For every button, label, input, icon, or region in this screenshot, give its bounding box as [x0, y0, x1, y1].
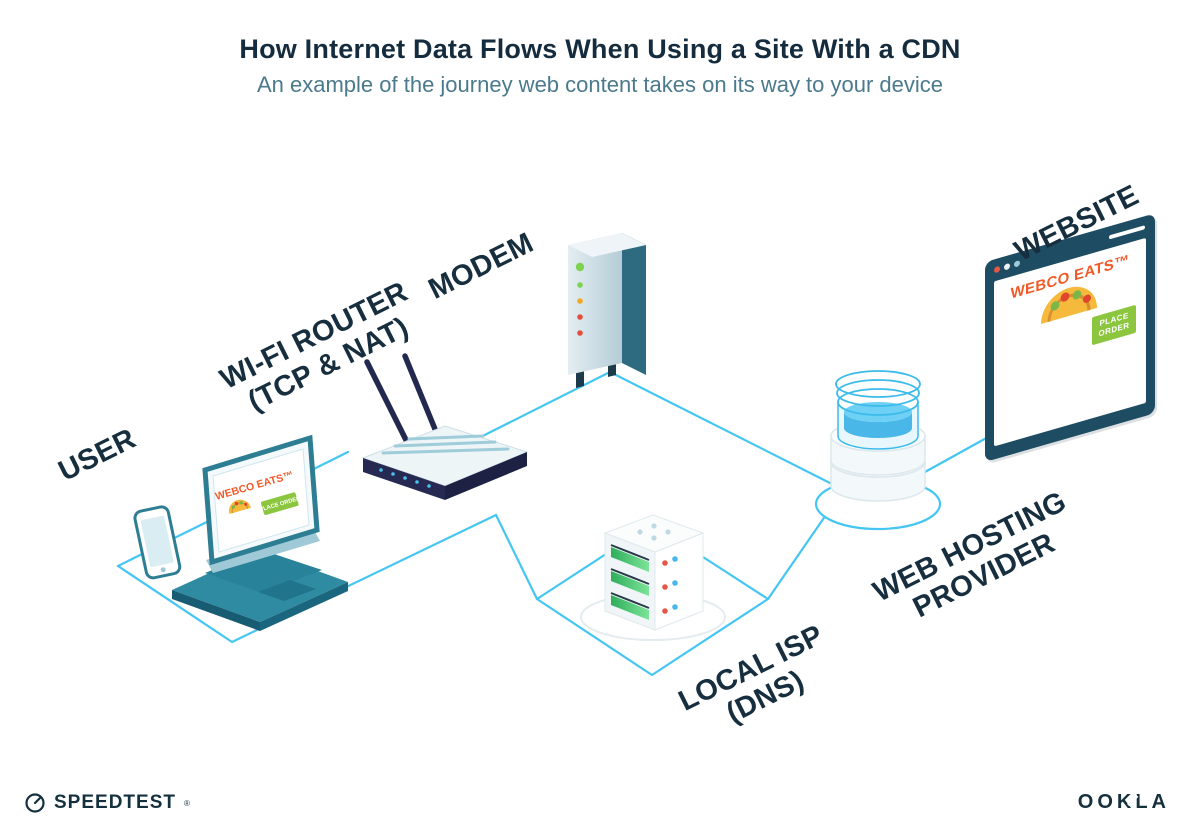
server-bay-green-2	[611, 571, 649, 596]
modem-top	[568, 233, 646, 257]
laptop-base-front-right	[260, 582, 348, 631]
laptop-screen	[212, 448, 310, 553]
laptop-base-front-left	[172, 590, 260, 631]
isp-server-illustration	[580, 514, 726, 641]
laptop-trackpad	[258, 580, 316, 601]
browser-address-bar	[1109, 225, 1145, 240]
server-drive-bays	[610, 544, 650, 620]
modem-led-2	[577, 282, 583, 288]
router-antenna-left	[364, 359, 410, 445]
ookla-logo: OOKLA	[1078, 791, 1170, 814]
speedtest-gauge-icon	[25, 793, 45, 813]
smartphone	[133, 505, 182, 580]
line-modem-to-hosting	[608, 370, 832, 485]
header: How Internet Data Flows When Using a Sit…	[0, 34, 1200, 98]
modem-led-3	[577, 298, 583, 304]
server-slot-2	[610, 568, 650, 585]
server-slot-3	[610, 592, 650, 609]
server-slot-1	[610, 544, 650, 561]
laptop-order-button	[261, 492, 299, 515]
modem-led-power	[575, 262, 585, 272]
router-antenna-right	[402, 353, 440, 437]
wifi-router-illustration	[361, 353, 529, 500]
line-junction-to-isp	[494, 513, 539, 601]
laptop-keyboard	[205, 550, 322, 593]
water-surface	[844, 402, 912, 422]
modem-led-5	[577, 330, 583, 336]
glass-rings	[835, 370, 921, 416]
browser-expand-icon	[1014, 259, 1020, 268]
modem-led-4	[577, 314, 583, 320]
modem-leds	[575, 262, 585, 336]
server-top-face	[603, 514, 705, 553]
phone-home-button	[160, 567, 166, 573]
modem-illustration	[568, 233, 646, 388]
phone-screen	[140, 515, 174, 568]
user-device-illustration: WEBCO EATS™ PLACE ORDER	[133, 434, 348, 631]
server-bay-green-3	[611, 595, 649, 620]
db-glass-top	[835, 370, 921, 450]
speedtest-logo: SPEEDTEST ®	[24, 792, 190, 814]
server-bay-green-1	[611, 547, 649, 572]
speedtest-trademark: ®	[183, 798, 190, 808]
browser-close-icon	[994, 265, 1000, 274]
modem-foot-left	[576, 371, 584, 388]
laptop: WEBCO EATS™ PLACE ORDER	[172, 434, 348, 631]
server-top-dots	[637, 523, 671, 541]
line-user-loop	[116, 513, 498, 644]
page-title: How Internet Data Flows When Using a Sit…	[239, 34, 961, 64]
router-ridges	[381, 434, 510, 455]
web-hosting-illustration	[814, 370, 942, 531]
water-body	[844, 412, 912, 438]
page-subtitle: An example of the journey web content ta…	[256, 72, 944, 97]
router-front-right	[445, 452, 527, 500]
line-isp-to-hosting	[766, 510, 830, 601]
speedtest-wordmark: SPEEDTEST	[54, 792, 176, 813]
router-status-leds	[379, 468, 431, 488]
ookla-wordmark: OOKLA	[1077, 791, 1170, 813]
browser-minimize-icon	[1004, 262, 1010, 271]
server-indicator-lights	[662, 556, 678, 614]
modem-side	[622, 233, 646, 375]
